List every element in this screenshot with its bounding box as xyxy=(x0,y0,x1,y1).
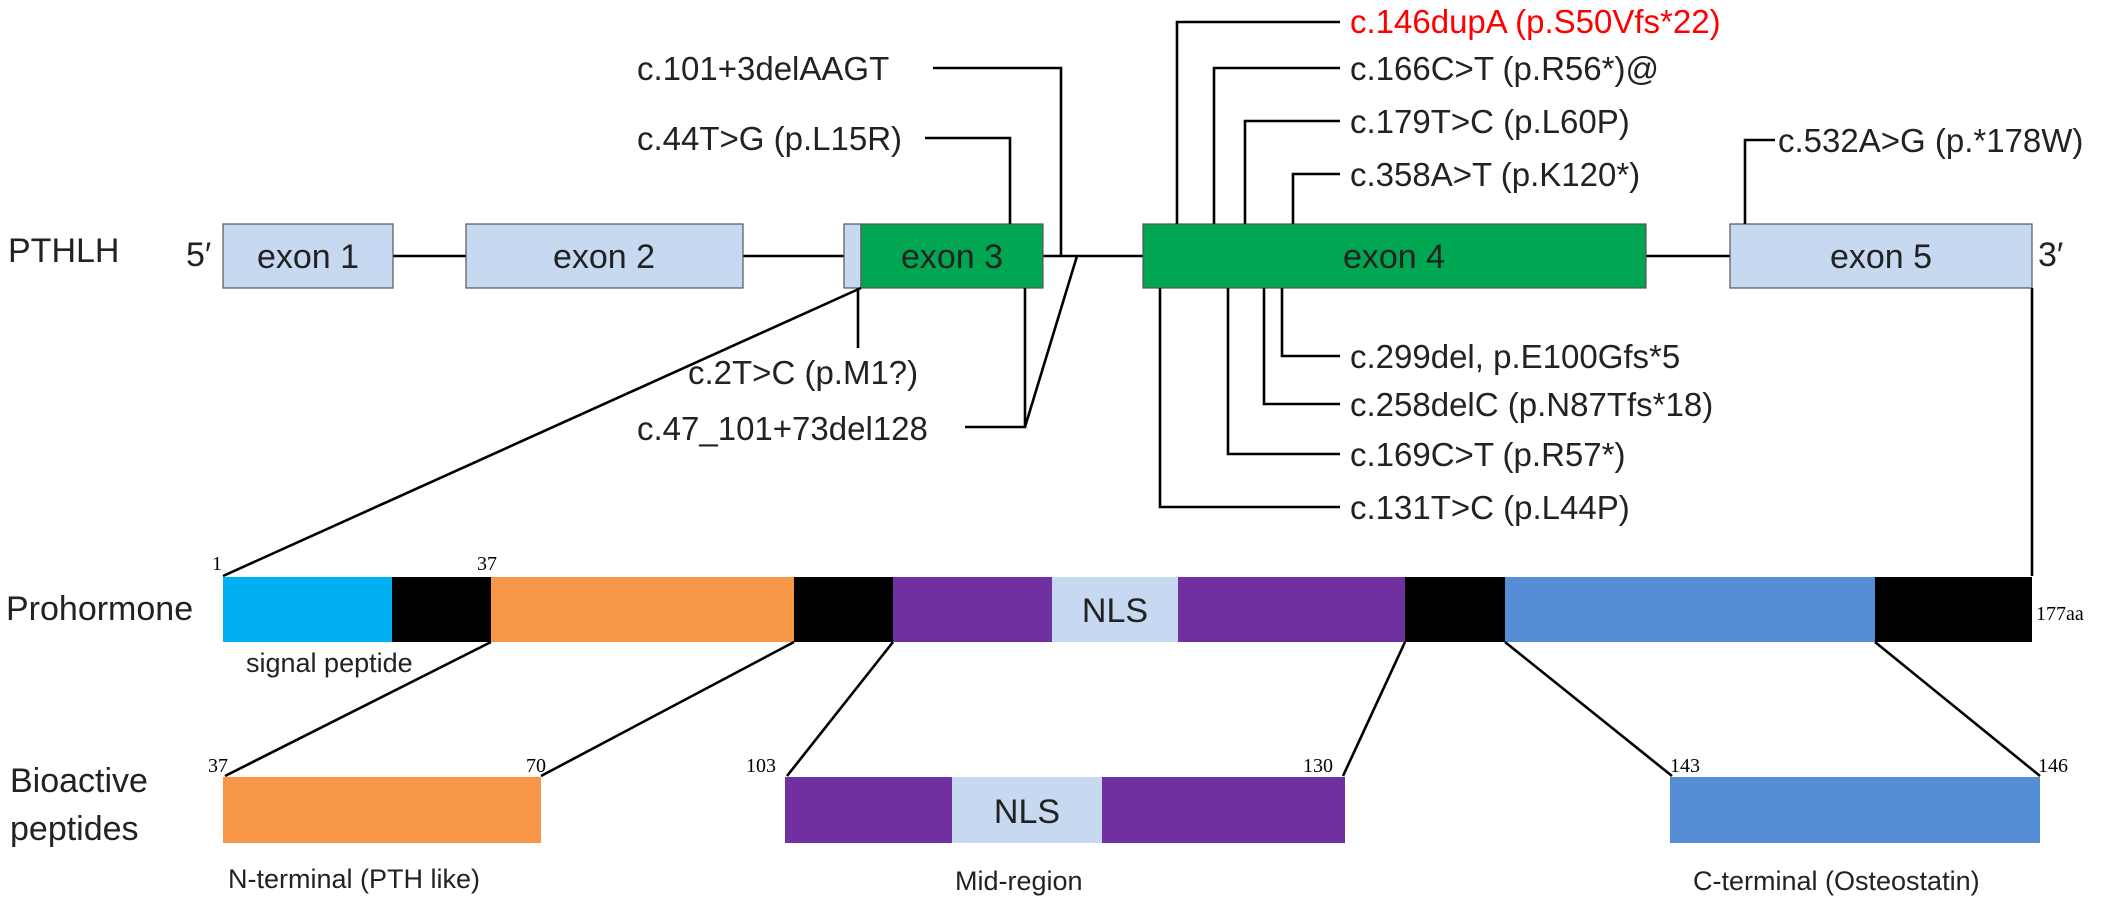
mutation-131: c.131T>C (p.L44P) xyxy=(1350,489,1630,526)
n-terminal-line-right xyxy=(540,640,795,778)
mutation-166: c.166C>T (p.R56*)@ xyxy=(1350,50,1659,87)
exon-1-label: exon 1 xyxy=(257,238,359,276)
mutation-44: c.44T>G (p.L15R) xyxy=(637,120,902,157)
leader-258 xyxy=(1262,288,1340,406)
segment-nls xyxy=(1052,577,1178,642)
peptides-row-label-line1: Bioactive xyxy=(10,762,148,800)
leader-47-diag xyxy=(1023,255,1079,428)
segment-signal-peptide xyxy=(223,577,392,642)
mutation-358: c.358A>T (p.K120*) xyxy=(1350,156,1640,193)
segment-spacer-1 xyxy=(392,577,491,642)
prohormone-37-number: 37 xyxy=(477,553,497,575)
mutation-532: c.532A>G (p.*178W) xyxy=(1778,122,2083,159)
leader-47 xyxy=(965,288,1027,429)
exon-5 xyxy=(1729,223,2033,289)
n-terminal-line-left xyxy=(224,640,492,778)
leader-532 xyxy=(1743,138,1775,224)
exon-3 xyxy=(860,223,1044,289)
mid-region-line-right xyxy=(1341,641,1407,777)
c-terminal-label: C-terminal (Osteostatin) xyxy=(1693,866,1980,896)
leader-101-3del xyxy=(933,66,1063,256)
leader-44 xyxy=(925,136,1012,224)
mutation-101-3del: c.101+3delAAGT xyxy=(637,50,889,87)
mid-region-start-number: 103 xyxy=(746,755,776,777)
five-prime-label: 5′ xyxy=(186,236,211,274)
projection-start xyxy=(222,286,862,578)
leader-166 xyxy=(1212,66,1340,224)
n-terminal-end-number: 70 xyxy=(526,755,546,777)
peptide-c-terminal xyxy=(1670,777,2040,843)
signal-peptide-label: signal peptide xyxy=(246,648,413,678)
mutation-258: c.258delC (p.N87Tfs*18) xyxy=(1350,386,1713,423)
mutation-179: c.179T>C (p.L60P) xyxy=(1350,103,1630,140)
segment-spacer-4 xyxy=(1875,577,2032,642)
n-terminal-start-number: 37 xyxy=(208,755,228,777)
c-terminal-start-number: 143 xyxy=(1670,755,1700,777)
segment-n-terminal xyxy=(491,577,794,642)
exon-1 xyxy=(222,223,394,289)
mutation-299: c.299del, p.E100Gfs*5 xyxy=(1350,338,1680,375)
n-terminal-label: N-terminal (PTH like) xyxy=(228,864,480,894)
mutation-2: c.2T>C (p.M1?) xyxy=(688,354,918,391)
three-prime-label: 3′ xyxy=(2038,236,2063,274)
prohormone-row-label: Prohormone xyxy=(6,590,193,628)
gene-row-label: PTHLH xyxy=(8,232,119,270)
peptide-nls-label: NLS xyxy=(994,793,1060,831)
leader-358 xyxy=(1291,172,1340,224)
nls-label: NLS xyxy=(1082,592,1148,630)
prohormone-end-label: 177aa xyxy=(2036,603,2084,625)
leader-131 xyxy=(1158,288,1340,509)
leader-299 xyxy=(1280,288,1340,358)
prohormone-start-number: 1 xyxy=(212,553,222,575)
mutation-146dupA: c.146dupA (p.S50Vfs*22) xyxy=(1350,3,1721,40)
peptides-row-label-line2: peptides xyxy=(10,810,139,848)
leader-146dupA xyxy=(1175,20,1340,224)
exon-4 xyxy=(1142,223,1647,289)
segment-c-terminal xyxy=(1505,577,1875,642)
mid-region-label: Mid-region xyxy=(955,866,1083,896)
exon-2-label: exon 2 xyxy=(553,238,655,276)
exon-5-label: exon 5 xyxy=(1830,238,1932,276)
exon-2 xyxy=(465,223,744,289)
leader-169 xyxy=(1226,288,1340,456)
mid-region-end-number: 130 xyxy=(1303,755,1333,777)
leader-179 xyxy=(1243,119,1340,224)
peptide-n-terminal xyxy=(223,777,541,843)
mid-region-line-left xyxy=(785,641,895,777)
exon-4-label: exon 4 xyxy=(1343,238,1445,276)
c-terminal-end-number: 146 xyxy=(2038,755,2068,777)
segment-spacer-3 xyxy=(1405,577,1505,642)
c-terminal-line-right xyxy=(1874,640,2041,778)
segment-spacer-2 xyxy=(794,577,893,642)
mutation-169: c.169C>T (p.R57*) xyxy=(1350,436,1625,473)
mutation-47: c.47_101+73del128 xyxy=(637,410,928,447)
c-terminal-line-left xyxy=(1504,640,1673,778)
exon-3-label: exon 3 xyxy=(901,238,1003,276)
exon-3-utr xyxy=(843,223,862,289)
peptide-nls xyxy=(952,777,1102,843)
